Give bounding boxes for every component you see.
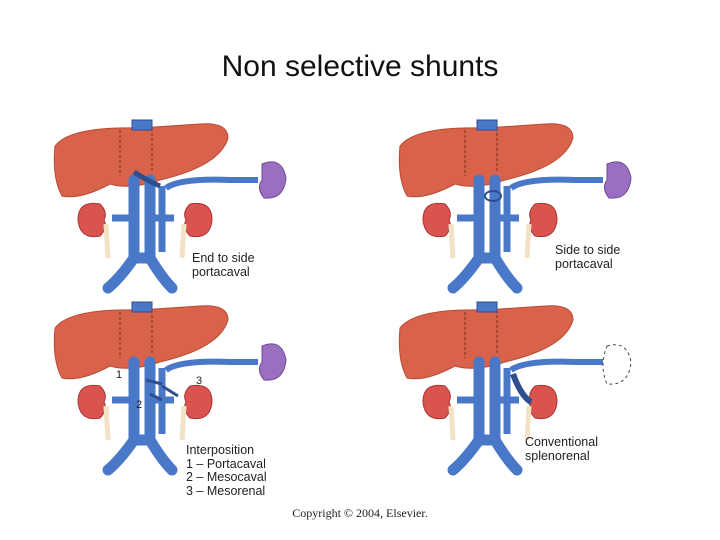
conventional-splenorenal-illustration — [398, 301, 632, 476]
side-to-side-anastomosis — [484, 190, 502, 202]
right-kidney — [184, 202, 213, 238]
end-to-side-illustration — [53, 119, 287, 294]
ivc-top — [131, 301, 153, 313]
spleen — [258, 161, 287, 199]
interposition-marker-2: 2 — [136, 399, 142, 411]
ureters — [103, 405, 187, 441]
inferior-vena-cava — [102, 356, 178, 476]
panel-side-to-side: Side to side portacaval — [395, 118, 715, 308]
panel-conventional-splenorenal: Conventional splenorenal — [395, 300, 715, 490]
right-kidney — [529, 202, 558, 238]
left-kidney — [422, 384, 451, 420]
right-kidney — [184, 384, 213, 420]
caption-line: End to side — [192, 251, 255, 265]
left-kidney — [422, 202, 451, 238]
ureters — [448, 223, 532, 259]
left-kidney — [77, 384, 106, 420]
side-to-side-caption: Side to side portacaval — [555, 243, 621, 271]
slide-title: Non selective shunts — [221, 50, 499, 83]
inferior-vena-cava — [447, 174, 523, 294]
liver-segment-line — [119, 310, 153, 358]
end-to-side-anastomosis — [132, 169, 161, 189]
caption-line: 3 – Mesorenal — [186, 483, 266, 498]
side-to-side-illustration — [398, 119, 632, 294]
caption-line: portacaval — [555, 256, 613, 271]
ureters — [103, 223, 187, 259]
liver-segment-line — [119, 128, 153, 176]
conventional-splenorenal-caption: Conventional splenorenal — [525, 435, 598, 463]
left-kidney — [77, 202, 106, 238]
caption-line: Conventional — [525, 435, 598, 449]
liver — [53, 305, 229, 380]
interposition-caption: Interposition 1 – Portacaval 2 – Mesocav… — [186, 443, 267, 498]
caption-line: 2 – Mesocaval — [186, 470, 267, 484]
liver-segment-line — [464, 128, 498, 176]
liver — [398, 123, 574, 198]
liver — [53, 123, 229, 198]
interposition-marker-1: 1 — [116, 369, 122, 381]
inferior-vena-cava — [102, 174, 178, 294]
ivc-top — [476, 301, 498, 313]
inferior-vena-cava — [447, 356, 523, 476]
spleen — [258, 343, 287, 381]
panel-end-to-side: End to side portacaval — [50, 118, 370, 308]
liver-segment-line — [464, 310, 498, 358]
splenic-vein — [164, 176, 258, 191]
splenorenal-anastomosis — [510, 372, 533, 405]
caption-line: 1 – Portacaval — [186, 456, 266, 471]
caption-line: portacaval — [192, 264, 250, 279]
ivc-top — [131, 119, 153, 131]
splenic-vein — [164, 358, 258, 373]
interposition-illustration: 1 2 3 — [53, 301, 287, 476]
caption-line: splenorenal — [525, 448, 590, 463]
liver — [398, 305, 574, 380]
splenic-vein — [509, 358, 603, 373]
ivc-top — [476, 119, 498, 131]
end-to-side-caption: End to side portacaval — [192, 251, 255, 279]
ureters — [448, 405, 532, 441]
right-kidney — [529, 384, 558, 420]
copyright-notice: Copyright © 2004, Elsevier. — [292, 506, 428, 520]
interposition-marker-3: 3 — [196, 375, 202, 387]
spleen-removed-outline — [602, 344, 632, 385]
interposition-grafts — [145, 378, 179, 402]
spleen — [603, 161, 632, 199]
splenic-vein — [509, 176, 603, 191]
caption-line: Side to side — [555, 243, 621, 257]
panel-interposition: 1 2 3 Interposition 1 – Portacaval 2 – Mes… — [50, 300, 370, 497]
caption-line: Interposition — [186, 443, 255, 457]
